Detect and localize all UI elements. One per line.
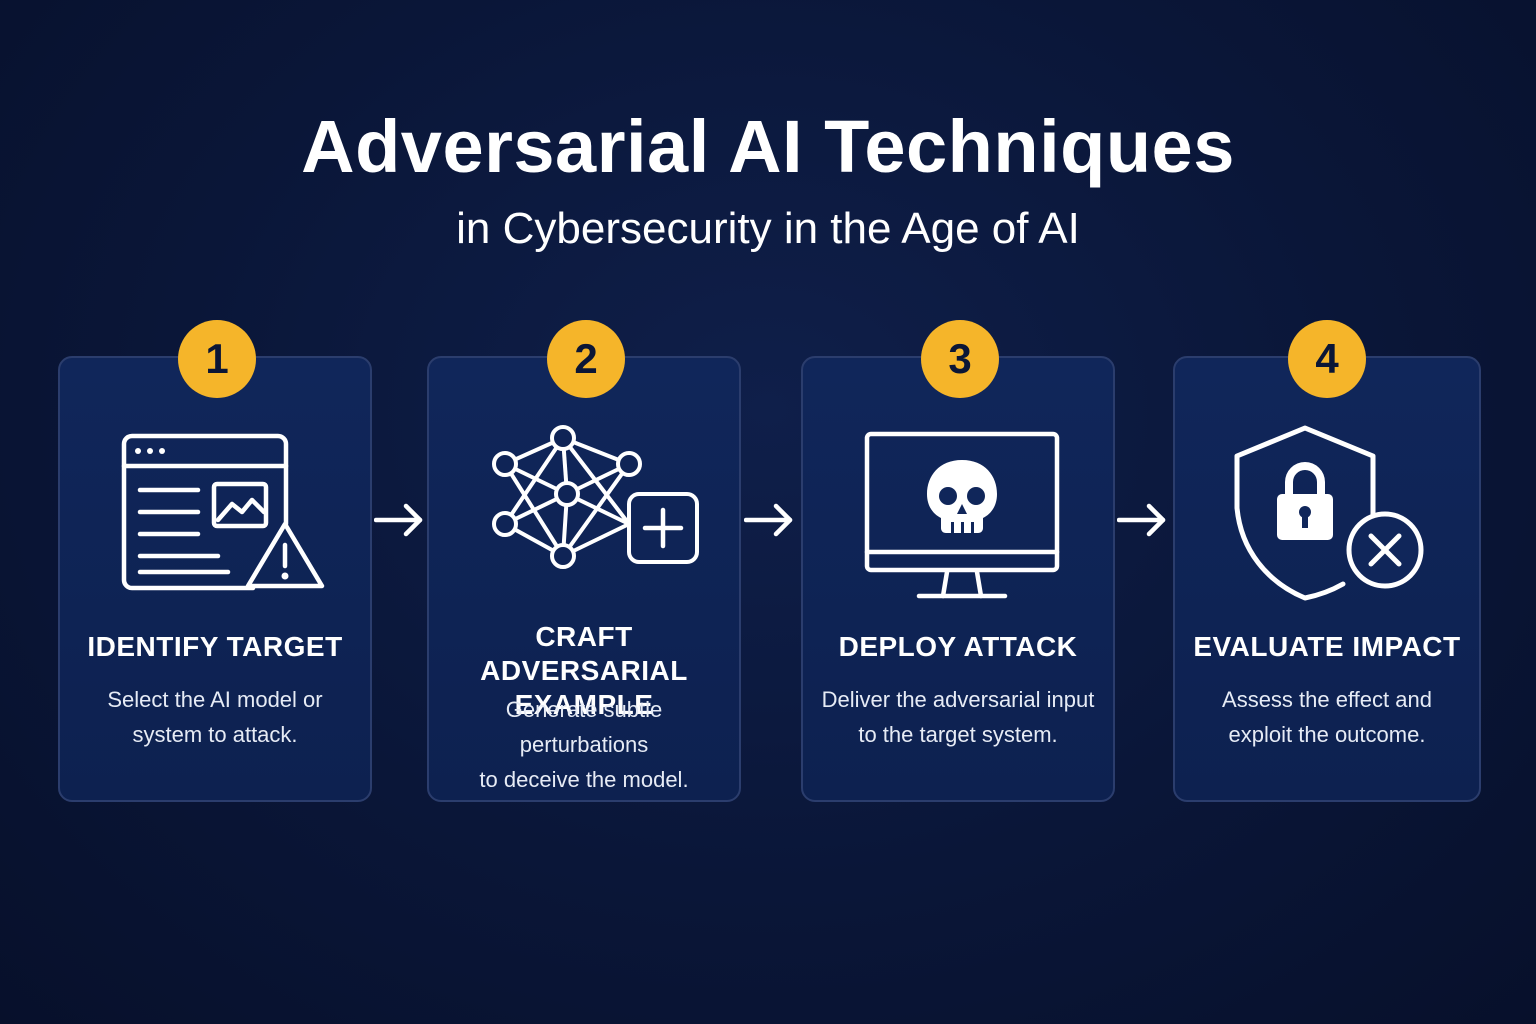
step-number-badge: 1 (178, 320, 256, 398)
step-title: DEPLOY ATTACK (838, 631, 1078, 662)
arrow-right-icon (1117, 503, 1166, 537)
step-description: Assess the effect and exploit the outcom… (1222, 687, 1432, 747)
step-number-badge: 4 (1288, 320, 1366, 398)
step-title: EVALUATE IMPACT (1193, 631, 1461, 662)
step-description: Select the AI model or system to attack. (107, 687, 323, 747)
shield-lock-x-icon (1234, 425, 1424, 601)
step-card-craft-adversarial-example: CRAFT ADVERSARIAL EXAMPLE Generate subtl… (427, 356, 741, 802)
step-card-deploy-attack: DEPLOY ATTACK Deliver the adversarial in… (801, 356, 1115, 802)
step-number-badge: 3 (921, 320, 999, 398)
browser-warning-icon (121, 433, 325, 591)
step-title: IDENTIFY TARGET (87, 631, 343, 662)
step-description: Generate subtle perturbations to deceive… (479, 697, 689, 792)
step-title: CRAFT ADVERSARIAL EXAMPLE (480, 621, 688, 720)
step-description: Deliver the adversarial input to the tar… (821, 687, 1095, 747)
arrow-right-icon (744, 503, 793, 537)
page-subtitle: in Cybersecurity in the Age of AI (456, 204, 1080, 253)
page-title: Adversarial AI Techniques (301, 105, 1235, 188)
step-card-evaluate-impact: EVALUATE IMPACT Assess the effect and ex… (1173, 356, 1481, 802)
step-number-badge: 2 (547, 320, 625, 398)
monitor-skull-icon (864, 431, 1060, 599)
step-card-identify-target: IDENTIFY TARGET Select the AI model or s… (58, 356, 372, 802)
neural-network-plus-icon (492, 425, 699, 569)
arrow-right-icon (374, 503, 423, 537)
